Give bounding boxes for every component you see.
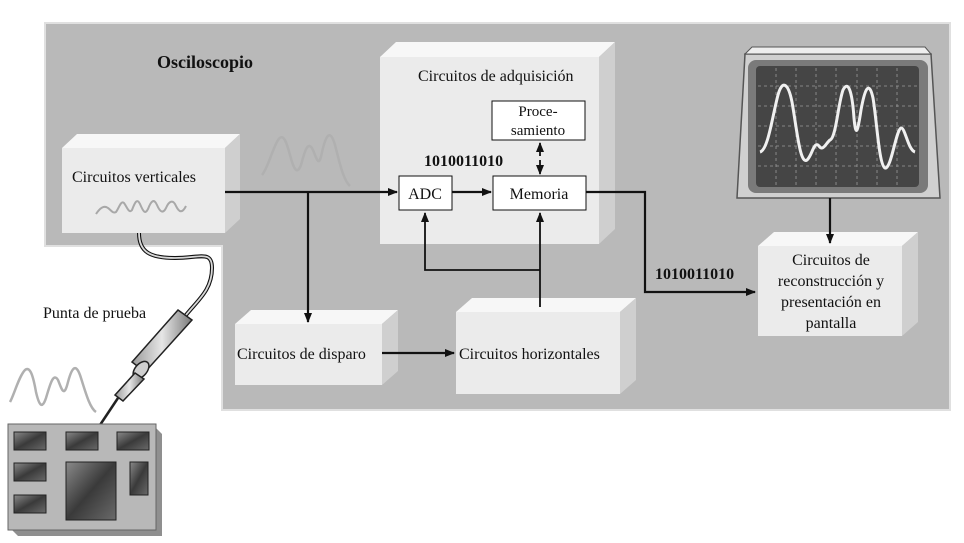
adc-label: ADC: [408, 186, 442, 203]
adc-binary-label: 1010011010: [424, 153, 503, 170]
horizontal-label: Circuitos horizontales: [459, 346, 600, 363]
adc-box: [398, 175, 453, 211]
reconstruction-label-line1: Circuitos de: [792, 252, 870, 269]
probe-icon: [96, 308, 194, 429]
memory-binary-label: 1010011010: [655, 266, 734, 283]
oscilloscope-screen-icon: [736, 46, 941, 199]
trigger-label: Circuitos de disparo: [237, 346, 366, 363]
probe-label: Punta de prueba: [43, 305, 146, 322]
memory-label: Memoria: [510, 186, 569, 203]
processing-box: [491, 100, 586, 141]
memory-box: [492, 175, 587, 211]
reconstruction-label-line4: pantalla: [806, 315, 857, 332]
reconstruction-label-line3: presentación en: [781, 294, 881, 311]
scope-title: Osciloscopio: [157, 52, 253, 72]
processing-label-line1: Proce-: [518, 104, 557, 120]
control-lines: [421, 142, 544, 307]
reconstruction-block: [758, 232, 918, 336]
vertical-waveform-icon: [95, 200, 187, 215]
screen-grid: [758, 68, 917, 186]
vertical-block: [62, 134, 240, 233]
vertical-label: Circuitos verticales: [72, 169, 196, 186]
circuit-board-icon: [7, 423, 162, 536]
probe-waveform-icon: [8, 367, 97, 414]
input-waveform-icon: [260, 134, 351, 187]
horizontal-block: [456, 298, 636, 394]
processing-label-line2: samiento: [511, 123, 565, 139]
trigger-block: [235, 310, 398, 385]
signal-lines: [225, 188, 834, 357]
screen-waveform: [759, 83, 916, 170]
reconstruction-label-line2: reconstrucción y: [778, 273, 884, 290]
probe-cable-highlight: [138, 232, 213, 316]
acquisition-block: [380, 42, 615, 244]
acquisition-label: Circuitos de adquisición: [418, 68, 574, 85]
